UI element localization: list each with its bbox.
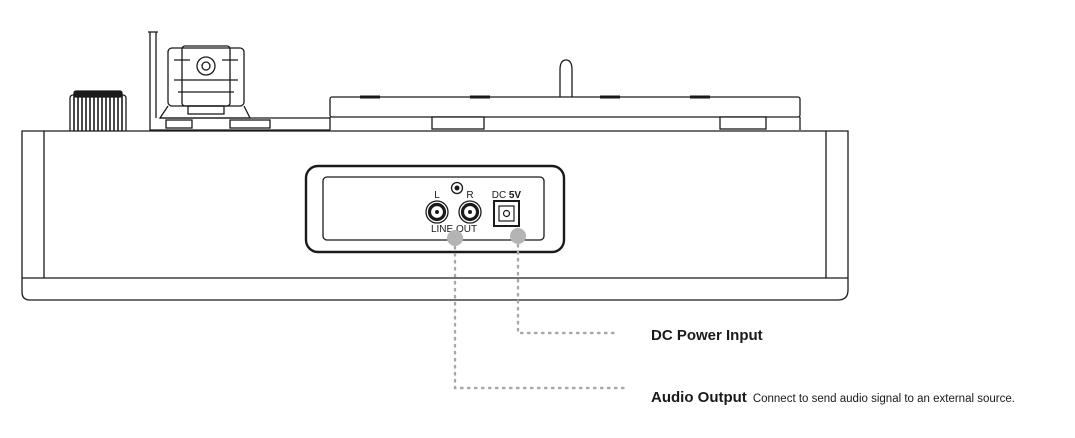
- audio-output-callout: Audio Output Connect to send audio signal…: [651, 389, 1015, 407]
- leader-lines: [453, 236, 630, 390]
- dc-power-title: DC Power Input: [651, 327, 763, 344]
- left-channel-label: L: [434, 190, 440, 201]
- dc-power-jack: [493, 200, 520, 227]
- connector-panel: [304, 164, 566, 254]
- platter: [329, 59, 801, 130]
- audio-output-leader: [453, 238, 630, 390]
- line-out-label: LINE OUT: [431, 224, 477, 235]
- audio-output-description: Connect to send audio signal to an exter…: [752, 393, 1015, 405]
- speed-knob: [69, 90, 127, 134]
- voltage-label: 5V: [509, 190, 522, 201]
- dc-power-callout: DC Power Input: [651, 327, 763, 345]
- rca-jack-left: [425, 200, 449, 224]
- audio-output-marker: [447, 230, 463, 246]
- audio-output-title: Audio Output: [651, 389, 747, 406]
- right-channel-label: R: [466, 190, 473, 201]
- dc-power-marker: [510, 228, 526, 244]
- rca-jack-right: [458, 200, 482, 224]
- ground-screw: [450, 181, 464, 195]
- tonearm-assembly: [69, 31, 330, 141]
- dc-label: DC: [492, 190, 506, 201]
